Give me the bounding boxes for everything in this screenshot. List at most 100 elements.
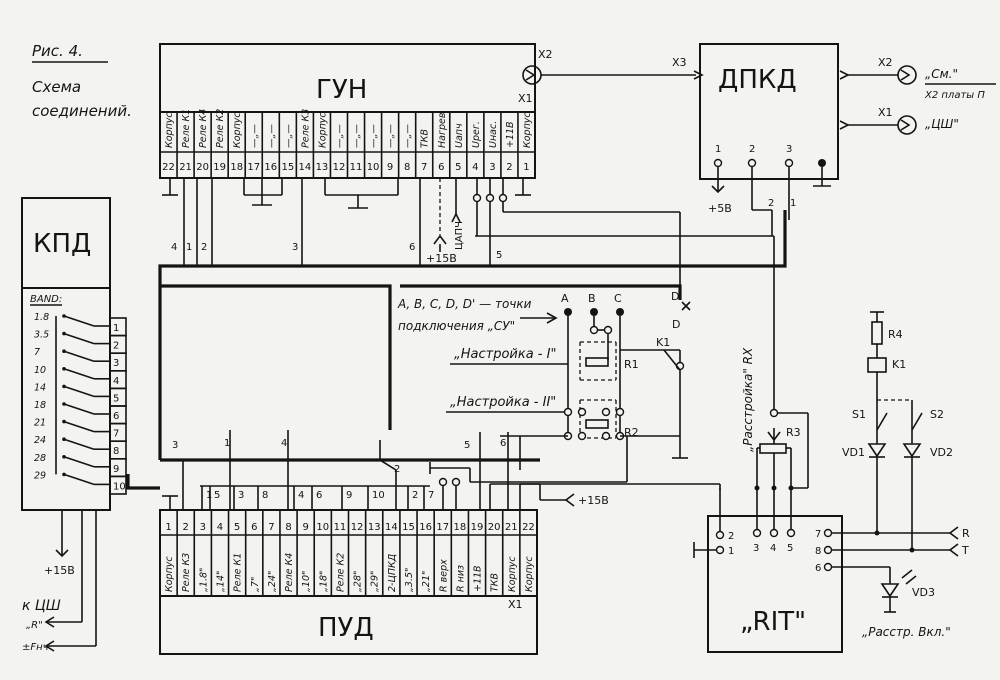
pud-pin-number: 12 [351, 522, 364, 533]
su-note-line1: A, B, C, D, D' — точки [397, 297, 532, 311]
gun-pin-label: Uапч [454, 123, 465, 148]
pud-pin-number: 21 [505, 522, 518, 533]
pud-pin-label: Корпус [164, 556, 175, 592]
pud-pin-label: Реле К3 [181, 553, 192, 592]
r1-label: R1 [624, 358, 639, 371]
su-note: A, B, C, D, D' — точки подключения „СУ" … [397, 290, 691, 333]
gun-pin-number: 22 [162, 162, 175, 173]
point-d-prime: D' [671, 290, 683, 303]
kpd-block: КПД BAND: 1.813.527310414518621724828929… [21, 197, 127, 511]
pud-supply: +15В [578, 494, 609, 507]
kpd-band-label: 7 [34, 347, 40, 358]
gun-pin-number: 1 [523, 162, 529, 173]
pud-pin-label: „3.5" [404, 568, 415, 592]
dpkd-sm2-label: Х2 платы П [924, 90, 985, 101]
rit-detune-label: „Расстройка" RX [741, 347, 755, 452]
pud-pin-number: 8 [285, 522, 291, 533]
rit-pin-6: 6 [815, 563, 821, 574]
rit-pin-1: 1 [728, 546, 734, 557]
pud-small-wire-number: 6 [316, 490, 322, 501]
kpd-pin-number: 3 [113, 358, 119, 369]
dpkd-supply: +5В [708, 202, 732, 215]
kpd-title: КПД [33, 229, 91, 259]
pud-pin-label: Реле К1 [233, 553, 244, 592]
rit-pin-7: 7 [815, 529, 821, 540]
gun-pin-label: —„— [334, 124, 345, 148]
gun-pin-number: 17 [247, 162, 260, 173]
dpkd-csh-label: „ЦШ" [925, 117, 959, 131]
pud-pin-number: 3 [200, 522, 206, 533]
gun-pin-number: 13 [316, 162, 329, 173]
kpd-band-label: 28 [34, 453, 46, 464]
gun-pin-label: Нагрев [437, 112, 448, 148]
su-note-line2: подключения „СУ" [398, 319, 515, 333]
pud-small-wire-number: 5 [214, 490, 220, 501]
kpd-fnch: ±Fнч [22, 642, 49, 653]
kpd-pin-number: 2 [113, 341, 119, 352]
cable-harness-lower [160, 284, 682, 462]
pud-pin-label: Корпус [524, 556, 535, 592]
relay-k1-label: K1 [892, 358, 906, 371]
dpkd-out-x1: X1 [878, 106, 893, 119]
pud-pin-number: 11 [334, 522, 347, 533]
gun-x2-label: X2 [538, 48, 553, 61]
gun-pin-label: —„— [386, 124, 397, 148]
gun-pin-number: 3 [489, 162, 495, 173]
gun-pin-label: —„— [369, 124, 380, 148]
s2-label: S2 [930, 408, 944, 421]
rit-outputs: R T VD3 „Расстр. Вкл." [832, 526, 970, 639]
gun-pin-label: +11В [505, 121, 516, 148]
rit-detune-on: „Расстр. Вкл." [862, 625, 951, 639]
rit-block: „RIT" 2 1 3 4 5 7 8 6 [693, 488, 843, 653]
rit-pin-3: 3 [753, 543, 759, 554]
gun-wire-6: 6 [409, 242, 415, 253]
rit-r-out: R [962, 527, 970, 540]
point-c: C [614, 292, 622, 305]
pud-pin-label: „24" [267, 571, 278, 592]
vd1-label: VD1 [842, 446, 865, 459]
capch-label: ЦАПЧ [454, 221, 465, 250]
pud-wire-5: 5 [464, 440, 470, 451]
dpkd-out-x2: X2 [878, 56, 893, 69]
gun-pin-number: 6 [438, 162, 444, 173]
gun-pin-label: Корпус [522, 112, 533, 148]
gun-pin-label: Корпус [317, 112, 328, 148]
kpd-band-label: 14 [34, 382, 46, 393]
pud-small-wire-number: 2 [412, 490, 418, 501]
gun-pin-label: —„— [352, 124, 363, 148]
gun-pin-number: 9 [387, 162, 393, 173]
gun-pin-label: ТКВ [420, 129, 431, 148]
pud-pin-label: „18" [318, 571, 329, 592]
gun-pin-number: 4 [472, 162, 478, 173]
gun-pin-number: 10 [367, 162, 380, 173]
rit-t-out: T [961, 544, 969, 557]
pud-pin-number: 16 [419, 522, 432, 533]
pud-pin-label: Корпус [507, 556, 518, 592]
kpd-pin-number: 4 [113, 376, 119, 387]
gun-wire-3: 3 [292, 242, 298, 253]
rit-r3-pot: R3 „Расстройка" RX [475, 235, 809, 530]
rit-pin-2: 2 [728, 531, 734, 542]
pud-pin-label: Реле К4 [284, 553, 295, 592]
gun-pin-number: 19 [213, 162, 226, 173]
dpkd-outputs: X2 „См." Х2 платы П X1 „ЦШ" [839, 56, 996, 135]
kpd-pin-number: 7 [113, 429, 119, 440]
vd2-label: VD2 [930, 446, 953, 459]
kpd-r-label: „R" [26, 620, 43, 631]
gun-title: ГУН [316, 75, 367, 105]
gun-pin-label: Реле К2 [215, 109, 226, 148]
gun-pin-label: Реле К3 [300, 109, 311, 148]
pud-pin-number: 9 [302, 522, 308, 533]
pud-pin-number: 10 [316, 522, 329, 533]
pud-wire-2: 2 [394, 464, 400, 475]
dpkd-wire-2: 2 [768, 198, 774, 209]
kpd-pin-number: 10 [113, 481, 126, 492]
gun-pin-label: Корпус [164, 112, 175, 148]
rit-pin-4: 4 [770, 543, 776, 554]
s1-label: S1 [852, 408, 866, 421]
pud-small-wire-number: 3 [238, 490, 244, 501]
rit-title: „RIT" [740, 607, 806, 637]
